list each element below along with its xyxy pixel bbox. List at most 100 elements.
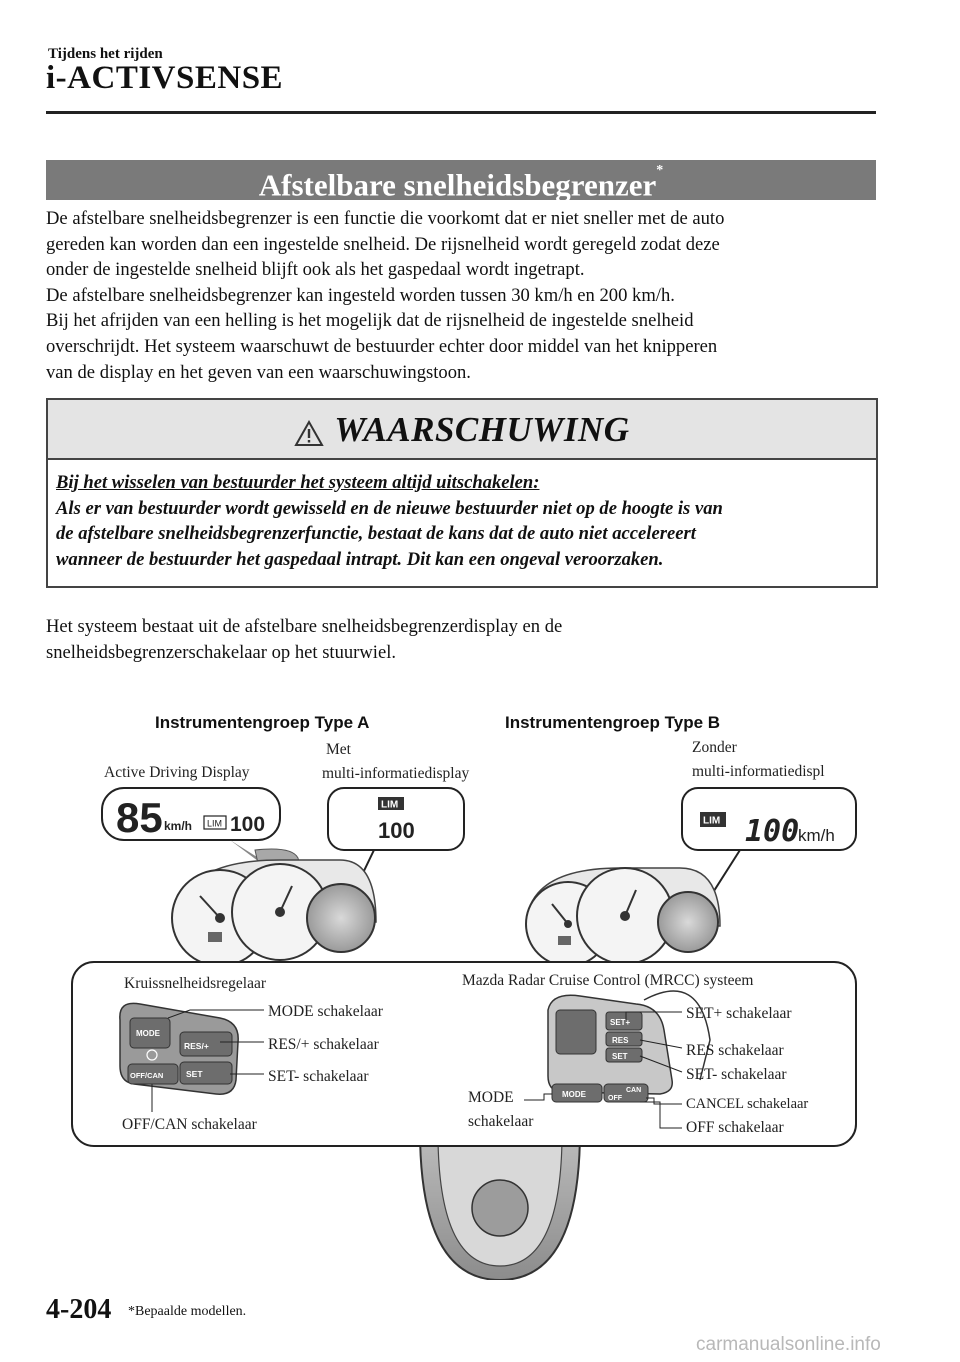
- warning-triangle-icon: [294, 419, 325, 446]
- mrcc-off-label: OFF schakelaar: [686, 1119, 785, 1136]
- wheel-spoke-outline: [643, 990, 711, 1081]
- intro-line: overschrijdt. Het systeem waarschuwt de …: [46, 335, 718, 357]
- leader-line: [646, 1097, 682, 1105]
- res-plus-switch-label: RES/+: [184, 1041, 209, 1051]
- multi-info-display: [327, 787, 465, 851]
- kruis-set-label: SET- schakelaar: [268, 1068, 369, 1085]
- mrcc-setmin-label: SET- schakelaar: [686, 1066, 787, 1083]
- switch-panel: [71, 961, 857, 1147]
- leader-line: [167, 1009, 264, 1019]
- mrcc-setmin-switch-label: SET: [612, 1052, 628, 1061]
- off-can-switch: [127, 1063, 179, 1085]
- type-a-label: Instrumentengroep Type A: [155, 713, 369, 732]
- mrcc-res-label: RES schakelaar: [686, 1042, 785, 1059]
- zonder-unit: km/h: [798, 826, 835, 845]
- mrcc-mode-label: schakelaar: [468, 1113, 534, 1130]
- met-lim-label: LIM: [381, 800, 398, 811]
- warning-title: WAARSCHUWING: [334, 410, 630, 449]
- zonder-limit-value: 100: [745, 814, 799, 849]
- warning-line: de afstelbare snelheidsbegrenzerfunctie,…: [56, 523, 696, 545]
- warning-line: wanneer de bestuurder het gaspedaal intr…: [56, 548, 664, 570]
- mrcc-setplus-switch: [605, 1011, 643, 1031]
- active-driving-display-label: Active Driving Display: [104, 764, 250, 781]
- mrcc-mode-label: MODE: [468, 1089, 514, 1106]
- cruise-icon: [146, 1049, 158, 1061]
- header-divider: [46, 111, 876, 114]
- met-limit-value: 100: [378, 818, 415, 843]
- system-description: Het systeem bestaat uit de afstelbare sn…: [46, 614, 846, 665]
- chapter-label: Tijdens het rijden: [48, 46, 163, 62]
- gauge-needle: [199, 895, 221, 919]
- mrcc-title: Mazda Radar Cruise Control (MRCC) systee…: [462, 972, 753, 989]
- mrcc-off-switch-label: OFF: [608, 1095, 623, 1102]
- off-can-switch-label: OFF/CAN: [130, 1071, 163, 1080]
- mrcc-mode-switch-label: MODE: [562, 1090, 587, 1099]
- lim-icon: [203, 815, 227, 830]
- intro-line: De afstelbare snelheidsbegrenzer is een …: [46, 208, 725, 229]
- mrcc-off-cancel-switch: [603, 1083, 649, 1103]
- gauge-needle: [624, 889, 637, 917]
- add-limit-value: 100: [230, 813, 265, 836]
- warning-header: WAARSCHUWING: [48, 400, 876, 460]
- kruis-offcan-label: OFF/CAN schakelaar: [122, 1116, 258, 1133]
- add-speed-unit: km/h: [164, 819, 192, 833]
- intro-line: gereden kan worden dan een ingestelde sn…: [46, 233, 720, 255]
- mrcc-cancel-label: CANCEL schakelaar: [686, 1096, 808, 1112]
- steering-hub: [471, 1179, 529, 1237]
- zonder-lim-label: LIM: [703, 816, 720, 827]
- leader-line: [639, 1055, 683, 1073]
- section-title: Afstelbare snelheidsbegrenzer: [258, 167, 657, 203]
- leader-line: [639, 1039, 683, 1049]
- zonder-label: Zonder: [692, 739, 738, 756]
- leader-line: [625, 1011, 682, 1020]
- warning-line: Als er van bestuurder wordt gewisseld en…: [56, 497, 723, 519]
- mrcc-res-switch-label: RES: [612, 1036, 629, 1045]
- kruis-res-label: RES/+ schakelaar: [268, 1036, 380, 1053]
- section-heading: i-ACTIVSENSE: [46, 60, 284, 96]
- type-b-label: Instrumentengroep Type B: [505, 713, 720, 732]
- met-label: Met: [326, 741, 352, 758]
- mrcc-res-switch: [605, 1031, 643, 1047]
- warning-body: Bij het wisselen van bestuurder het syst…: [56, 470, 868, 572]
- warning-heading: Bij het wisselen van bestuurder het syst…: [56, 472, 540, 493]
- section-title-bar: Afstelbare snelheidsbegrenzer*: [46, 160, 876, 203]
- mrcc-setmin-switch: [605, 1047, 643, 1063]
- cluster-b-info-display: [657, 891, 719, 953]
- mrcc-distance-switch: [555, 1009, 597, 1055]
- zonder-label: multi-informatiedispl: [692, 763, 825, 780]
- gauge-needle: [551, 903, 569, 925]
- mode-switch: [129, 1017, 171, 1049]
- warning-box: WAARSCHUWING Bij het wisselen van bestuu…: [46, 398, 878, 588]
- intro-line: onder de ingestelde snelheid blijft ook …: [46, 259, 585, 281]
- active-driving-display: [101, 787, 281, 841]
- res-plus-switch: [179, 1031, 233, 1057]
- gauge-indicator: [558, 936, 571, 945]
- kruis-mode-label: MODE schakelaar: [268, 1003, 384, 1020]
- intro-line: van de display en het geven van een waar…: [46, 361, 471, 383]
- lim-icon: [700, 812, 726, 827]
- leader-line: [524, 1093, 552, 1101]
- mrcc-setplus-switch-label: SET+: [610, 1018, 631, 1027]
- mrcc-cancel-switch-label: CAN: [626, 1087, 641, 1094]
- intro-line: Bij het afrijden van een helling is het …: [46, 310, 694, 332]
- leader-line: [640, 1101, 682, 1129]
- segment-display: [681, 787, 857, 851]
- page-number: 4-204: [46, 1294, 112, 1325]
- system-line: Het systeem bestaat uit de afstelbare sn…: [46, 616, 563, 637]
- mode-switch-label: MODE: [136, 1029, 161, 1038]
- intro-line: De afstelbare snelheidsbegrenzer kan ing…: [46, 284, 675, 306]
- set-minus-switch-label: SET: [186, 1069, 203, 1079]
- add-speed-value: 85: [116, 794, 163, 841]
- intro-paragraph: De afstelbare snelheidsbegrenzer is een …: [46, 206, 882, 385]
- speed-limiter-figure: Instrumentengroep Type A Instrumentengro…: [71, 713, 857, 1280]
- gauge-needle: [279, 885, 293, 913]
- set-minus-switch: [179, 1061, 233, 1085]
- kruis-title: Kruissnelheidsregelaar: [124, 975, 267, 992]
- cluster-a-info-display: [306, 883, 376, 953]
- add-lim-label: LIM: [207, 819, 222, 829]
- met-label: multi-informatiedisplay: [322, 765, 469, 782]
- lim-icon: [378, 797, 404, 810]
- system-line: snelheidsbegrenzerschakelaar op het stuu…: [46, 641, 397, 663]
- footnote: *Bepaalde modellen.: [128, 1304, 247, 1319]
- mrcc-setplus-label: SET+ schakelaar: [686, 1005, 792, 1022]
